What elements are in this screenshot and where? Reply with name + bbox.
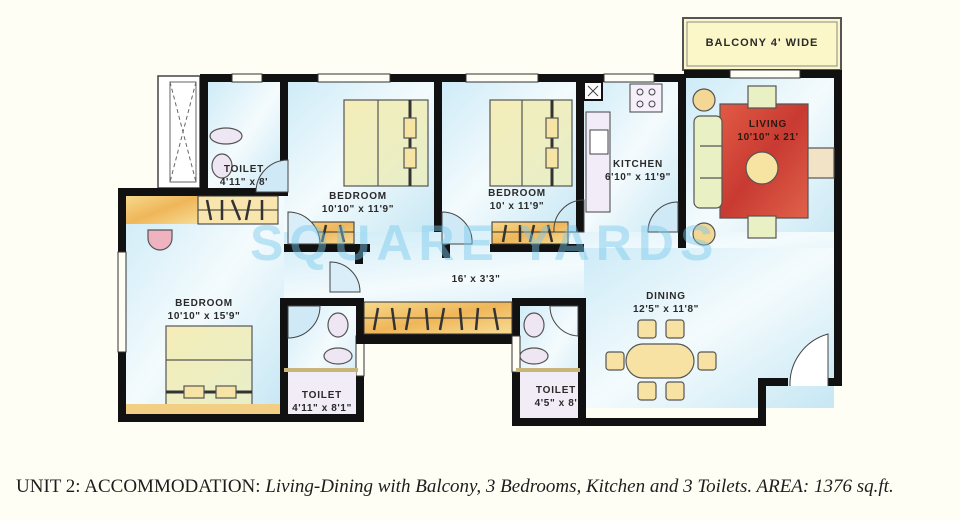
- room-name: DINING: [646, 291, 686, 302]
- room-dim: 10'10" x 15'9": [167, 311, 241, 322]
- floor-plan: [117, 17, 842, 426]
- room-name: KITCHEN: [612, 159, 664, 170]
- dining-table: [605, 319, 717, 401]
- toilet-fixtures: [209, 127, 578, 418]
- room-dim: 6'10" x 11'9": [605, 172, 671, 183]
- duct-shaft: [157, 75, 201, 189]
- beds: [126, 99, 573, 414]
- room-name: TOILET: [301, 390, 343, 401]
- kitchen-fixtures: [583, 81, 663, 213]
- room-label-toilet-1: TOILET 4'11" x 8': [220, 163, 268, 189]
- room-dim: 4'5" x 8': [534, 398, 578, 409]
- door-swings: [255, 159, 829, 387]
- room-dim: 10'10" x 21': [737, 132, 799, 143]
- room-label-toilet-2: TOILET 4'11" x 8'1": [292, 389, 352, 415]
- room-label-bedroom-2: BEDROOM 10' x 11'9": [488, 187, 546, 213]
- balcony-label: BALCONY 4' WIDE: [705, 37, 819, 49]
- room-label-living: LIVING 10'10" x 21': [737, 118, 798, 144]
- room-name: TOILET: [535, 385, 577, 396]
- room-label-toilet-3: TOILET 4'5" x 8': [535, 384, 578, 410]
- room-name: LIVING: [748, 119, 788, 130]
- room-label-dining: DINING 12'5" x 11'8": [633, 290, 699, 316]
- plan-caption: UNIT 2: ACCOMMODATION: Living-Dining wit…: [16, 476, 894, 498]
- room-label-bedroom-1: BEDROOM 10'10" x 11'9": [322, 190, 394, 216]
- room-dim: 16' x 3'3": [451, 274, 501, 285]
- balcony: [682, 17, 842, 71]
- room-dim: 10'10" x 11'9": [321, 204, 395, 215]
- living-furniture: [692, 85, 835, 246]
- room-name: BEDROOM: [329, 191, 387, 202]
- room-dim: 4'11" x 8': [219, 177, 269, 188]
- room-name: BEDROOM: [175, 298, 233, 309]
- walls: [117, 69, 842, 426]
- caption-unit: UNIT 2: ACCOMMODATION:: [16, 476, 261, 497]
- room-dim: 4'11" x 8'1": [292, 403, 352, 414]
- caption-description: Living-Dining with Balcony, 3 Bedrooms, …: [265, 476, 894, 497]
- room-dim: 12'5" x 11'8": [633, 304, 699, 315]
- room-label-passage: 16' x 3'3": [452, 273, 501, 286]
- wardrobes: [126, 195, 569, 335]
- room-name: BEDROOM: [488, 188, 546, 199]
- room-label-bedroom-3: BEDROOM 10'10" x 15'9": [168, 297, 241, 323]
- room-label-kitchen: KITCHEN 6'10" x 11'9": [605, 158, 671, 184]
- room-dim: 10' x 11'9": [489, 201, 545, 212]
- room-name: TOILET: [223, 164, 265, 175]
